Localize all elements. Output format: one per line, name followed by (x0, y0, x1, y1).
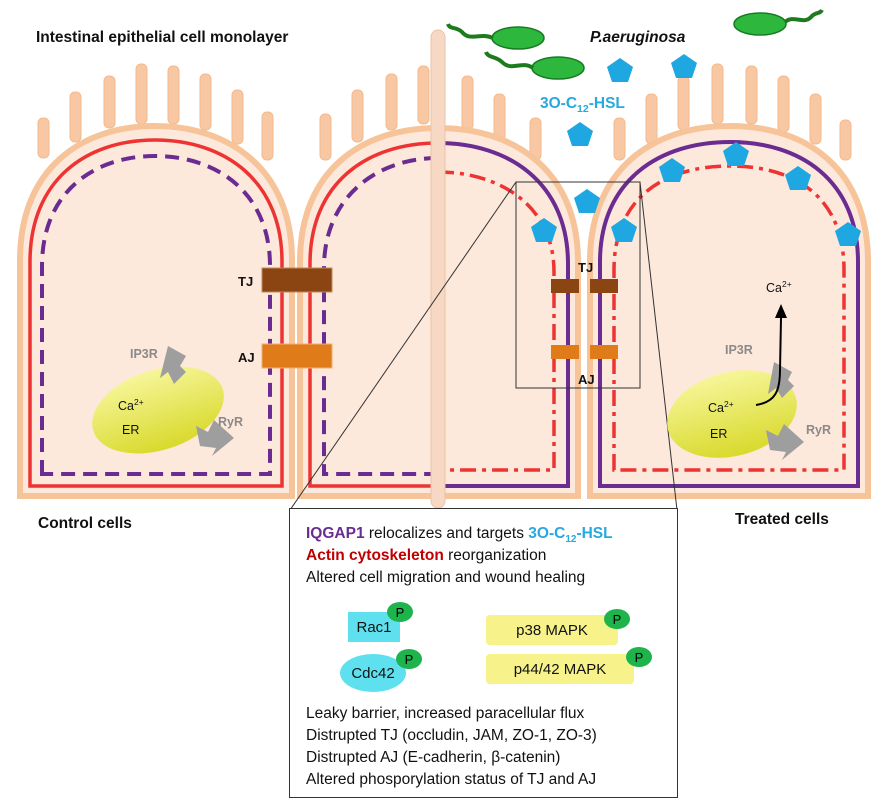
iqgap1-text: IQGAP1 (306, 525, 365, 542)
hsl-pentagon-icon (659, 158, 685, 182)
hsl-text: 3O-C12-HSL (528, 525, 613, 546)
reorganization-text: reorganization (443, 547, 547, 564)
panel-line-iqgap1: IQGAP1 relocalizes and targets 3O-C12-HS… (306, 525, 613, 545)
phospho-icon: P (626, 647, 652, 667)
bacterium-icon (733, 8, 824, 36)
panel-line-actin: Actin cytoskeleton reorganization (306, 547, 546, 565)
zoom-line-left (289, 181, 517, 511)
hsl-pentagon-icon (785, 166, 811, 190)
ip3r-receptor-icon (768, 362, 794, 398)
aj-label: AJ (238, 350, 255, 365)
er-label-treated: ER (710, 427, 727, 441)
hsl-pentagon-icon (611, 218, 637, 242)
relocalizes-text: relocalizes and targets (364, 525, 529, 542)
effect-line: Leaky barrier, increased paracellular fl… (306, 705, 585, 722)
ip3r-receptor-icon (160, 346, 186, 384)
rac1-label: Rac1 (356, 618, 392, 636)
er-label: ER (122, 423, 139, 437)
calcium-er-label: Ca2+ (118, 397, 144, 413)
effect-line: Distrupted TJ (occludin, JAM, ZO-1, ZO-3… (306, 727, 597, 744)
cell-right (587, 122, 871, 499)
effects-panel: IQGAP1 relocalizes and targets 3O-C12-HS… (289, 508, 678, 798)
tight-junction-treated-right (590, 279, 618, 293)
aj-label-zoom: AJ (578, 372, 595, 387)
bacteria (446, 8, 824, 80)
arrow-head-icon (775, 304, 787, 318)
effect-line: Distrupted AJ (E-cadherin, β-catenin) (306, 749, 561, 766)
calcium-released-label: Ca2+ (766, 279, 792, 295)
ip3r-label-treated: IP3R (725, 343, 753, 357)
treated-cells-label: Treated cells (735, 511, 829, 528)
tj-label: TJ (238, 274, 253, 289)
hsl-pentagon-icon (567, 122, 593, 146)
zoom-line-right (639, 181, 678, 511)
hsl-molecules (531, 54, 861, 246)
zoom-box (515, 181, 641, 389)
calcium-er-label-treated: Ca2+ (708, 399, 734, 415)
cell-left (17, 122, 295, 499)
adherens-junction-treated-right (590, 345, 618, 359)
tj-label-zoom: TJ (578, 260, 593, 275)
p38-label: p38 MAPK (516, 621, 588, 639)
ryr-receptor-icon (766, 424, 804, 460)
hsl-pentagon-icon (607, 58, 633, 82)
tight-junction-treated-left (551, 279, 579, 293)
er-right (667, 304, 804, 460)
hsl-pentagon-icon (531, 218, 557, 242)
divider-pillar (430, 29, 446, 509)
hsl-pentagon-icon (671, 54, 697, 78)
panel-line-migration: Altered cell migration and wound healing (306, 569, 586, 586)
calcium-release-arrow (755, 317, 782, 406)
hsl-pentagon-icon (723, 142, 749, 166)
ryr-label-treated: RyR (806, 423, 831, 437)
pathogen-label: P.aeruginosa (590, 29, 686, 46)
hsl-pentagon-icon (574, 189, 600, 213)
hsl-label: 3O-C12-HSL (540, 95, 625, 115)
microvilli (37, 63, 852, 161)
cdc42-label: Cdc42 (351, 664, 395, 682)
ip3r-label: IP3R (130, 347, 158, 361)
ryr-receptor-icon (196, 420, 234, 456)
adherens-junction-control (261, 343, 333, 369)
phospho-icon: P (396, 649, 422, 669)
actin-text: Actin cytoskeleton (306, 547, 444, 564)
p38-chip: p38 MAPK (486, 615, 618, 645)
phospho-icon: P (604, 609, 630, 629)
er-left (92, 346, 234, 456)
p4442-chip: p44/42 MAPK (486, 654, 634, 684)
control-cells-label: Control cells (38, 515, 132, 532)
adherens-junction-treated-left (551, 345, 579, 359)
bacterium-icon (484, 51, 585, 80)
ryr-label: RyR (218, 415, 243, 429)
monolayer-title: Intestinal epithelial cell monolayer (36, 29, 288, 46)
effect-line: Altered phosporylation status of TJ and … (306, 771, 597, 788)
bacterium-icon (446, 23, 545, 50)
p4442-label: p44/42 MAPK (513, 660, 607, 678)
cdc42-chip: Cdc42 (340, 654, 406, 692)
tight-junction-control (261, 267, 333, 293)
hsl-pentagon-icon (835, 222, 861, 246)
phospho-icon: P (387, 602, 413, 622)
